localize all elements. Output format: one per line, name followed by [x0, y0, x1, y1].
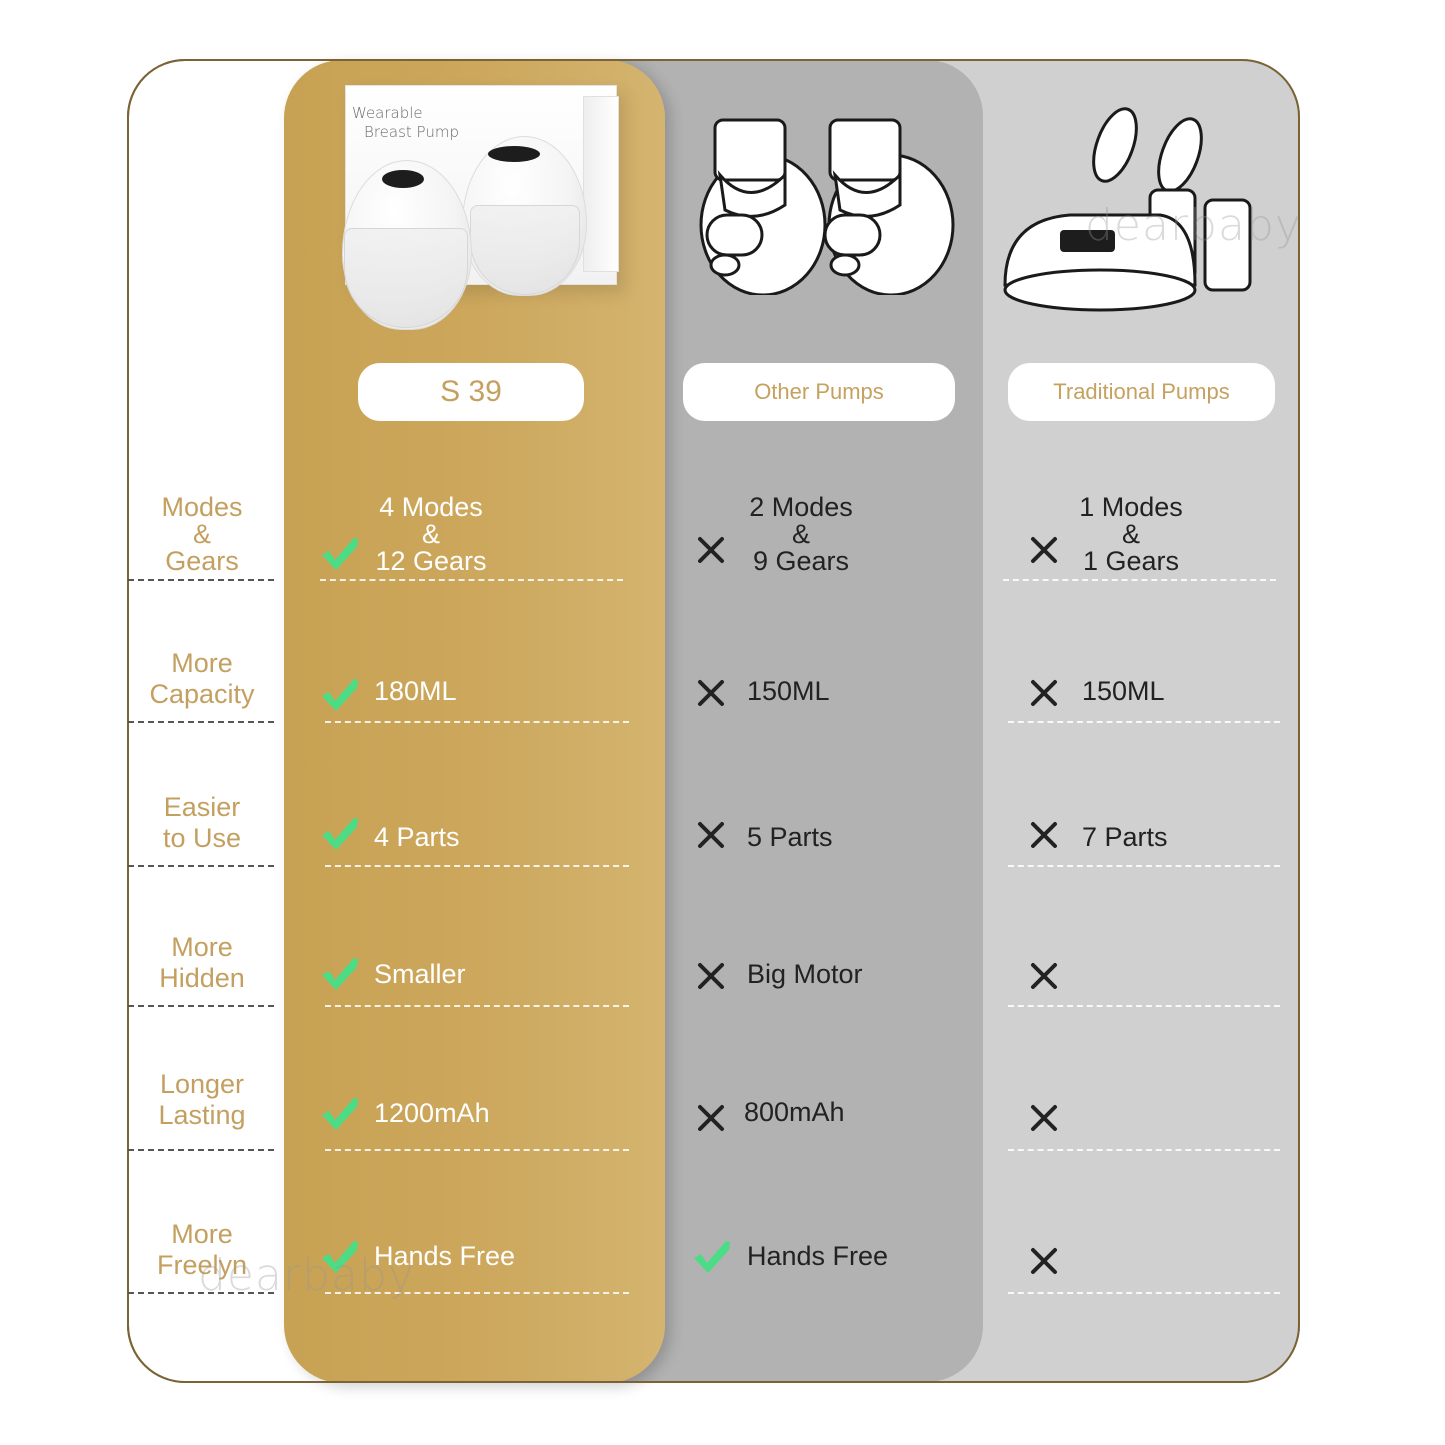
- traditional-divider: [1008, 1005, 1280, 1007]
- label-divider: [128, 1149, 274, 1151]
- label-divider: [128, 1292, 274, 1294]
- cross-icon: [1031, 537, 1057, 563]
- check-icon: [322, 818, 358, 850]
- label-divider: [128, 721, 274, 723]
- traditional-divider: [1008, 1149, 1280, 1151]
- cross-icon: [698, 680, 724, 706]
- row-label-freely: More Freelyn: [156, 1219, 248, 1280]
- s39-divider: [325, 1149, 629, 1151]
- other-pumps-header: Other Pumps: [683, 363, 955, 421]
- other-size: Big Motor: [747, 959, 863, 989]
- other-pumps-illustration: [699, 118, 955, 295]
- label-divider: [128, 865, 274, 867]
- row-label-easier: Easier to Use: [162, 792, 242, 853]
- check-icon: [322, 1241, 358, 1273]
- traditional-divider: [1003, 579, 1276, 581]
- s39-capacity: 180ML: [374, 676, 457, 706]
- other-battery: 800mAh: [744, 1097, 845, 1127]
- cross-icon: [1031, 1105, 1057, 1131]
- s39-divider: [325, 1005, 629, 1007]
- traditional-divider: [1008, 721, 1280, 723]
- cross-icon: [1031, 822, 1057, 848]
- cross-icon: [698, 822, 724, 848]
- product-box-title: Wearable Breast Pump: [352, 104, 459, 141]
- row-label-lasting: Longer Lasting: [158, 1069, 246, 1130]
- s39-divider: [325, 865, 629, 867]
- cross-icon: [698, 963, 724, 989]
- pump-back-panel: [488, 146, 540, 162]
- cross-icon: [1031, 963, 1057, 989]
- s39-column-header: S 39: [358, 363, 584, 421]
- s39-modes-gears: 4 Modes & 12 Gears: [375, 492, 487, 576]
- cross-icon: [698, 537, 724, 563]
- traditional-pumps-illustration: [1003, 107, 1252, 312]
- row-label-modes-gears: Modes & Gears: [161, 492, 243, 576]
- label-divider: [128, 579, 274, 581]
- product-box-side: [583, 96, 619, 272]
- other-capacity: 150ML: [747, 676, 830, 706]
- s39-hands-free: Hands Free: [374, 1241, 516, 1271]
- traditional-divider: [1008, 865, 1280, 867]
- cross-icon: [698, 1105, 724, 1131]
- other-modes-gears: 2 Modes & 9 Gears: [749, 492, 853, 576]
- cross-icon: [1031, 1248, 1057, 1274]
- check-icon: [322, 1098, 358, 1130]
- cross-icon: [1031, 680, 1057, 706]
- watermark: dearbaby: [1085, 200, 1302, 251]
- s39-size: Smaller: [374, 959, 466, 989]
- other-hands-free: Hands Free: [747, 1241, 889, 1271]
- watermark: dearbaby: [198, 1250, 415, 1301]
- row-label-hidden: More Hidden: [159, 932, 245, 993]
- pump-front-panel: [382, 170, 424, 188]
- s39-parts: 4 Parts: [374, 822, 460, 852]
- traditional-modes-gears: 1 Modes & 1 Gears: [1079, 492, 1183, 576]
- traditional-divider: [1008, 1292, 1280, 1294]
- check-icon: [322, 679, 358, 711]
- s39-divider: [320, 579, 623, 581]
- check-icon: [322, 958, 358, 990]
- s39-battery: 1200mAh: [374, 1098, 490, 1128]
- traditional-pumps-header: Traditional Pumps: [1008, 363, 1275, 421]
- s39-divider: [325, 721, 629, 723]
- label-divider: [128, 1005, 274, 1007]
- pump-back-cup: [470, 205, 580, 295]
- row-label-capacity: More Capacity: [149, 648, 255, 709]
- traditional-parts: 7 Parts: [1082, 822, 1168, 852]
- s39-divider: [325, 1292, 629, 1294]
- other-parts: 5 Parts: [747, 822, 833, 852]
- check-icon: [322, 538, 358, 570]
- check-icon: [694, 1241, 730, 1273]
- traditional-capacity: 150ML: [1082, 676, 1165, 706]
